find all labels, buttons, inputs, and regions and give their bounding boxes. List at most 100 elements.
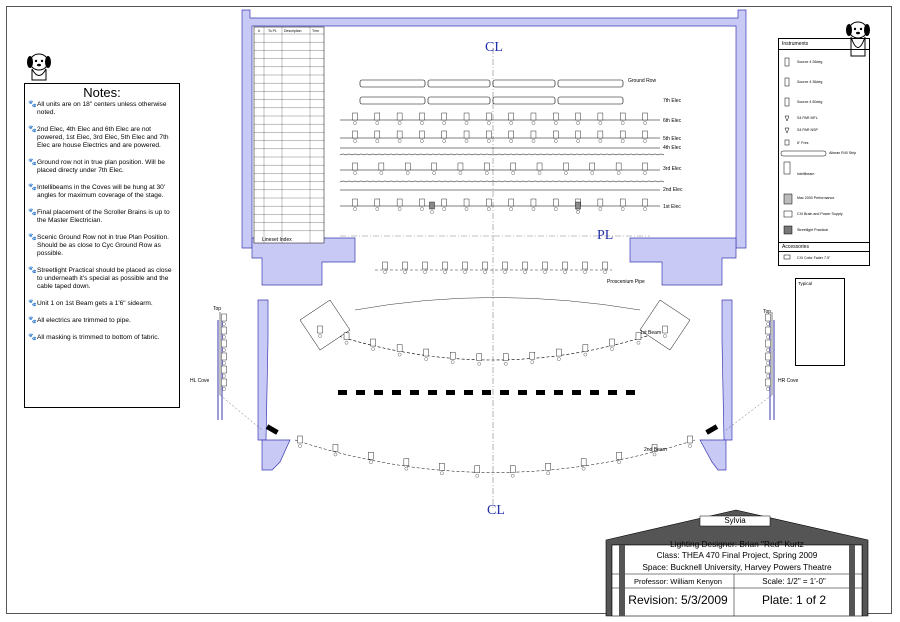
- instrument-unit: [463, 130, 470, 143]
- lineset-header-trim: Trim: [312, 29, 319, 33]
- instrument-unit: [457, 162, 464, 175]
- instrument-unit: [370, 338, 376, 351]
- second-beam-label: 2nd Beam: [644, 447, 667, 453]
- instrument-unit: [419, 198, 425, 211]
- instrument-unit: [352, 130, 358, 143]
- instrument-unit: [508, 130, 514, 143]
- instrument-unit: [597, 130, 604, 143]
- electric-label-ground-row: Ground Row: [628, 78, 657, 84]
- accessory-item: CXI Color Fader 7.5": [797, 256, 831, 260]
- house-wall-right: [721, 299, 733, 441]
- instrument-unit: [575, 112, 581, 125]
- lineset-header-num: #: [258, 29, 260, 33]
- instrument-unit: [582, 344, 589, 357]
- instrument-unit: [642, 162, 648, 175]
- instrument-unit: [619, 198, 626, 211]
- instrument-unit: [765, 378, 771, 391]
- instrument-unit: [642, 112, 648, 125]
- proscenium-pipe-label: Proscenium Pipe: [607, 279, 645, 285]
- instrument-unit: [562, 261, 568, 274]
- ruler-segment: [572, 390, 581, 395]
- instrument-unit: [582, 261, 588, 274]
- note-item: 🐾Scenic Ground Row not in true Plan Posi…: [28, 234, 169, 257]
- first-beam-shape: [299, 299, 691, 351]
- instrument-unit: [374, 198, 381, 211]
- dog-mascot-left-icon: [27, 53, 51, 81]
- ruler-segment: [608, 390, 617, 395]
- paw-icon: 🐾: [28, 300, 37, 307]
- electric-pipes: [339, 119, 665, 207]
- instrument-unit: [405, 162, 411, 175]
- unpowered-pipe: [339, 153, 665, 156]
- note-item: 🐾Intellibeams in the Coves will be hung …: [28, 184, 166, 199]
- instrument-unit: [602, 261, 608, 274]
- instrument-unit: [449, 351, 456, 364]
- first-beam-arc: [319, 329, 666, 361]
- plaster-line-label: PL: [597, 228, 614, 243]
- note-item: 🐾All units are on 18" centers unless oth…: [28, 101, 167, 116]
- instrument-unit: [297, 435, 303, 448]
- notes-list: 🐾All units are on 18" centers unless oth…: [28, 101, 178, 351]
- instrument-unit: [419, 130, 425, 143]
- electric-label-4th: 4th Elec: [663, 145, 682, 151]
- legend-icons: [780, 57, 827, 260]
- instrument-unit: [221, 313, 227, 326]
- instrument-unit: [423, 348, 429, 361]
- instrument-unit: [482, 261, 488, 274]
- instrument-unit: [484, 162, 490, 175]
- ruler-segment: [410, 390, 419, 395]
- house-wall-lower-right: [699, 439, 727, 471]
- instrument-unit: [502, 261, 508, 274]
- instrument-unit: [441, 112, 447, 125]
- paw-icon: 🐾: [28, 126, 37, 133]
- instrument-unit: [403, 458, 410, 471]
- ruler-segment: [374, 390, 383, 395]
- paw-icon: 🐾: [28, 317, 37, 324]
- house-wall-lower-left: [261, 439, 291, 471]
- unpowered-pipe: [339, 180, 665, 183]
- typical-title: Typical: [798, 281, 813, 286]
- paw-icon: 🐾: [28, 334, 37, 341]
- instrument-unit: [441, 130, 447, 143]
- instrument-unit: [474, 465, 480, 478]
- instrument-unit: [396, 198, 403, 211]
- instrument-unit: [542, 261, 548, 274]
- instrument-unit: [765, 365, 771, 378]
- instrument-unit: [589, 162, 595, 175]
- instrument-unit: [575, 130, 581, 143]
- instrument-unit: [522, 261, 528, 274]
- instrument-unit: [429, 201, 435, 214]
- professor-text: Professor: William Kenyon: [634, 577, 722, 586]
- ruler-segment: [338, 390, 347, 395]
- ruler-segment: [500, 390, 509, 395]
- instrument-unit: [378, 162, 385, 175]
- instrument-unit: [508, 112, 514, 125]
- instrument-unit: [765, 352, 771, 365]
- legend-item: 6" Fres: [797, 141, 809, 145]
- electric-label-6th: 6th Elec: [663, 118, 682, 124]
- legend-item: Source 4 36deg: [797, 80, 823, 84]
- note-item: 🐾All electrics are trimmed to pipe.: [28, 317, 131, 324]
- paw-icon: 🐾: [28, 184, 37, 191]
- lineset-title: Lineset Index: [262, 237, 292, 243]
- ruler-segment: [536, 390, 545, 395]
- paw-icon: 🐾: [28, 234, 37, 241]
- scale-text: Scale: 1/2" = 1'-0": [762, 577, 826, 586]
- legend-item: S4 PAR NSP: [797, 128, 818, 132]
- note-item: 🐾All masking is trimmed to bottom of fab…: [28, 334, 160, 341]
- legend-item: Mac 2000 Performance: [797, 196, 835, 200]
- instrument-unit: [422, 261, 428, 274]
- instrument-unit: [221, 326, 227, 339]
- paw-icon: 🐾: [28, 159, 37, 166]
- instrument-unit: [374, 112, 381, 125]
- instrument-unit: [343, 332, 350, 345]
- instrument-unit: [545, 463, 551, 476]
- note-item: 🐾Final placement of the Scroller Brains …: [28, 209, 170, 224]
- legend-item: CXI Brain and Power Supply: [797, 212, 843, 216]
- instrument-unit: [352, 162, 358, 175]
- instrument-unit: [597, 198, 604, 211]
- hl-cove-label: HL Cove: [190, 378, 210, 384]
- note-item: 🐾Unit 1 on 1st Beam gets a 1'6" sidearm.: [28, 300, 153, 307]
- instrument-unit: [563, 162, 569, 175]
